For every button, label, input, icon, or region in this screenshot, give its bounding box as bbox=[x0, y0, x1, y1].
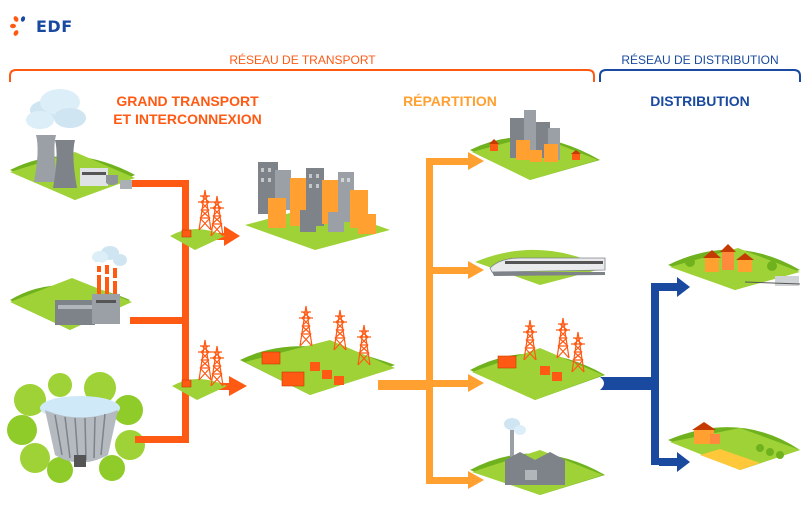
village-icon bbox=[668, 244, 801, 290]
distribution-lines bbox=[600, 277, 690, 472]
grand-transport-title-line1: GRAND TRANSPORT bbox=[116, 93, 259, 109]
grand-transport-title: GRAND TRANSPORT ET INTERCONNEXION bbox=[95, 92, 280, 128]
substation-icon bbox=[470, 317, 605, 400]
distribution-network-label: RÉSEAU DE DISTRIBUTION bbox=[621, 53, 779, 67]
logo-text: EDF bbox=[36, 16, 73, 36]
thermal-plant-icon bbox=[10, 246, 132, 330]
transformer-substation-icon bbox=[240, 305, 395, 395]
edf-logo: EDF bbox=[10, 16, 73, 36]
repartition-lines bbox=[378, 152, 484, 489]
grand-transport-title-line2: ET INTERCONNEXION bbox=[113, 111, 262, 127]
transport-lines bbox=[130, 180, 247, 443]
town-icon bbox=[470, 110, 600, 180]
farm-house-icon bbox=[668, 422, 800, 470]
repartition-title: RÉPARTITION bbox=[403, 93, 497, 109]
edf-sun-icon bbox=[10, 16, 26, 36]
distribution-bracket bbox=[599, 69, 801, 82]
factory-icon bbox=[470, 418, 605, 495]
transport-pylons-top bbox=[170, 189, 225, 250]
hydro-dam-icon bbox=[7, 372, 145, 483]
transport-bracket bbox=[9, 69, 595, 82]
transport-pylons-bottom bbox=[172, 339, 227, 400]
nuclear-plant-icon bbox=[10, 89, 135, 200]
transport-network-label: RÉSEAU DE TRANSPORT bbox=[229, 53, 376, 67]
distribution-title: DISTRIBUTION bbox=[650, 93, 750, 109]
high-speed-train-icon bbox=[475, 249, 606, 285]
industrial-city-icon bbox=[245, 162, 390, 250]
